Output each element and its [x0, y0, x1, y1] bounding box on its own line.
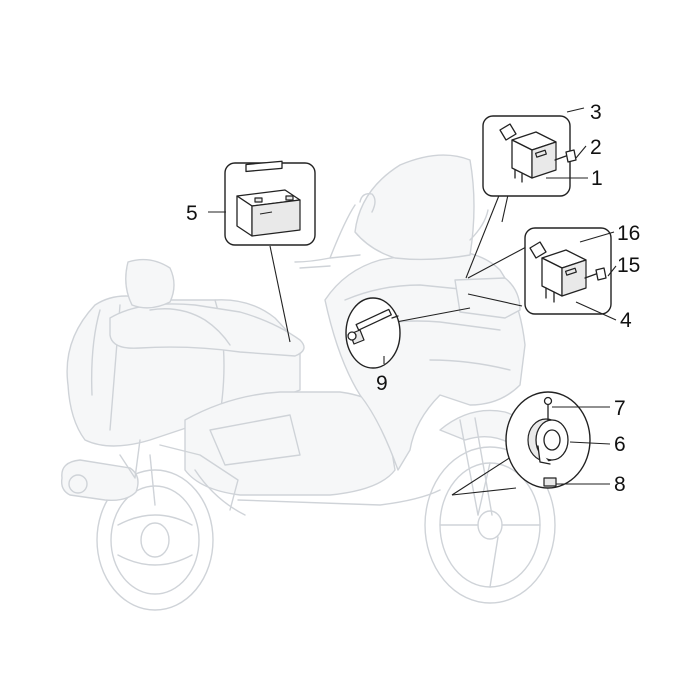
callout-7: 7: [614, 397, 626, 420]
exhaust: [60, 459, 139, 502]
callout-9: 9: [376, 372, 388, 395]
callout-numbers: 3 2 1 16 15 4 5 9 7 6 8: [186, 101, 640, 496]
bolt-icon: [347, 308, 399, 345]
handlebar: [294, 254, 361, 269]
relay-upper-callout: [482, 115, 577, 197]
leader-lines: [269, 117, 529, 496]
relay-lower-icon: [529, 241, 607, 303]
callout-4: 4: [620, 309, 632, 332]
callout-8: 8: [614, 473, 626, 496]
horn-icon: [527, 396, 569, 487]
callout-5: 5: [186, 202, 198, 225]
bolt-callout: [345, 297, 401, 369]
front-wheel: [424, 446, 556, 604]
horn-callout: [505, 391, 591, 489]
relay-lower-callout: [524, 227, 612, 315]
callout-1: 1: [591, 167, 603, 190]
backrest: [125, 258, 175, 309]
battery-icon: [236, 160, 301, 237]
callout-16: 16: [617, 222, 640, 245]
callout-15: 15: [617, 254, 640, 277]
callout-3: 3: [590, 101, 602, 124]
rear-wheel: [96, 469, 214, 611]
callout-6: 6: [614, 433, 626, 456]
battery-callout: [224, 160, 316, 246]
relay-upper-icon: [499, 123, 577, 183]
seat: [109, 303, 305, 357]
windscreen: [354, 154, 475, 261]
callout-2: 2: [590, 136, 602, 159]
